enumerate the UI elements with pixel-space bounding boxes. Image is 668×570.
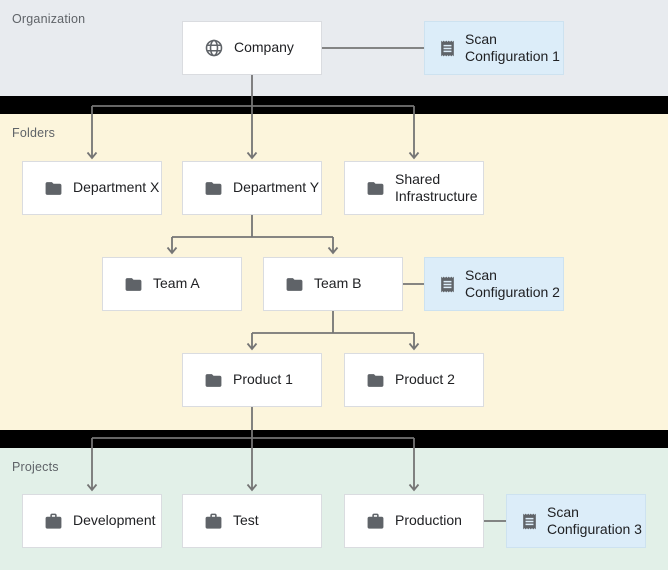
organization-section: Organization: [0, 0, 668, 96]
folder-icon: [204, 371, 223, 390]
scan-config-receipt-icon: [438, 38, 457, 59]
node-department-y: Department Y: [182, 161, 322, 215]
node-scan-configuration-3: Scan Configuration 3: [506, 494, 646, 548]
node-label: Scan Configuration 3: [547, 503, 642, 538]
node-label: Production: [395, 512, 462, 529]
scan-config-receipt-icon: [438, 274, 457, 295]
folder-icon: [366, 371, 385, 390]
section-divider: [0, 96, 668, 114]
scan-config-receipt-icon: [520, 511, 539, 532]
node-label: Team A: [153, 275, 200, 292]
node-label: Test: [233, 512, 259, 529]
organization-section-label: Organization: [12, 12, 86, 26]
node-product-2: Product 2: [344, 353, 484, 407]
node-label: Department X: [73, 179, 160, 196]
node-company: Company: [182, 21, 322, 75]
node-scan-configuration-1: Scan Configuration 1: [424, 21, 564, 75]
briefcase-icon: [366, 512, 385, 531]
folder-icon: [44, 179, 63, 198]
briefcase-icon: [204, 512, 223, 531]
node-label: Company: [234, 39, 294, 56]
node-team-b: Team B: [263, 257, 403, 311]
briefcase-icon: [44, 512, 63, 531]
node-label: Department Y: [233, 179, 320, 196]
projects-section-label: Projects: [12, 460, 59, 474]
node-production: Production: [344, 494, 484, 548]
node-label: Product 1: [233, 371, 293, 388]
globe-icon: [204, 38, 224, 58]
node-development: Development: [22, 494, 162, 548]
node-department-x: Department X: [22, 161, 162, 215]
folder-icon: [204, 179, 223, 198]
node-label: Development: [73, 512, 156, 529]
node-label: Product 2: [395, 371, 455, 388]
node-product-1: Product 1: [182, 353, 322, 407]
node-scan-configuration-2: Scan Configuration 2: [424, 257, 564, 311]
section-divider: [0, 430, 668, 448]
folder-icon: [366, 179, 385, 198]
folder-icon: [285, 275, 304, 294]
node-shared-infrastructure: Shared Infrastructure: [344, 161, 484, 215]
node-label: Team B: [314, 275, 362, 292]
node-label: Scan Configuration 1: [465, 30, 560, 65]
node-team-a: Team A: [102, 257, 242, 311]
folder-icon: [124, 275, 143, 294]
node-test: Test: [182, 494, 322, 548]
node-label: Scan Configuration 2: [465, 266, 560, 301]
node-label: Shared Infrastructure: [395, 170, 478, 205]
folders-section-label: Folders: [12, 126, 56, 140]
